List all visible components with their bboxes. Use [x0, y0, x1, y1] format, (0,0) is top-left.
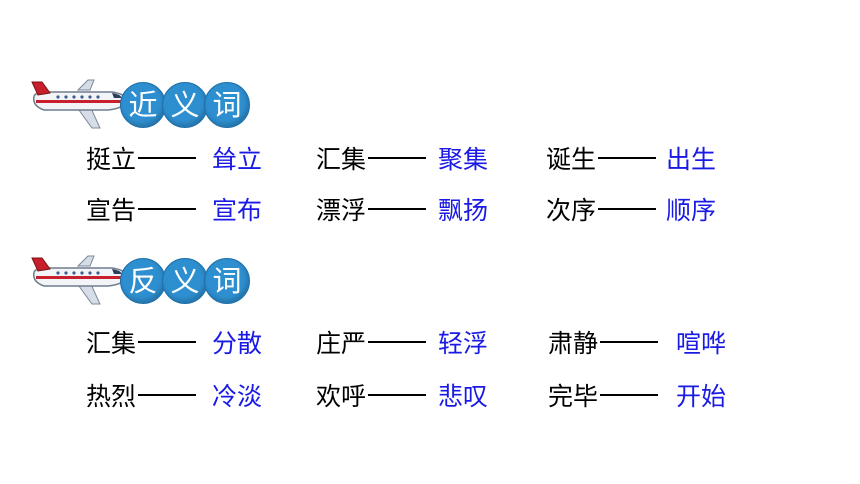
- dash: [368, 341, 427, 343]
- word: 诞生: [546, 145, 597, 174]
- antonym-pair: 庄严 轻浮: [316, 327, 488, 361]
- synonym-pair: 次序 顺序: [546, 194, 716, 228]
- dash: [600, 394, 659, 396]
- answer: 悲叹: [438, 382, 489, 411]
- answer: 聚集: [438, 145, 489, 174]
- synonyms-title: 近 义 词: [120, 82, 250, 128]
- word: 汇集: [316, 145, 367, 174]
- airplane-icon: [31, 255, 127, 305]
- synonym-pair: 诞生 出生: [546, 143, 716, 177]
- antonym-pair: 肃静 喧哗: [548, 327, 726, 361]
- answer: 冷淡: [212, 382, 263, 411]
- dash: [138, 157, 197, 159]
- antonym-pair: 完毕 开始: [548, 380, 726, 414]
- word: 挺立: [86, 145, 137, 174]
- word: 欢呼: [316, 382, 367, 411]
- dash: [368, 394, 427, 396]
- answer: 出生: [666, 145, 717, 174]
- dash: [368, 157, 427, 159]
- answer: 分散: [212, 329, 263, 358]
- synonyms-header: 近 义 词: [28, 76, 250, 134]
- word: 漂浮: [316, 196, 367, 225]
- synonym-pair: 挺立 耸立: [86, 143, 262, 177]
- dash: [138, 394, 197, 396]
- synonym-pair: 漂浮 飘扬: [316, 194, 488, 228]
- word: 宣告: [86, 196, 137, 225]
- word: 次序: [546, 196, 597, 225]
- antonyms-title: 反 义 词: [120, 258, 250, 304]
- word: 肃静: [548, 329, 599, 358]
- title-char: 近: [120, 82, 166, 128]
- dash: [598, 157, 657, 159]
- word: 汇集: [86, 329, 137, 358]
- answer: 喧哗: [676, 329, 727, 358]
- dash: [368, 208, 427, 210]
- dash: [138, 208, 197, 210]
- answer: 飘扬: [438, 196, 489, 225]
- dash: [598, 208, 657, 210]
- title-char: 词: [204, 258, 250, 304]
- answer: 耸立: [212, 145, 263, 174]
- answer: 开始: [676, 382, 727, 411]
- word: 热烈: [86, 382, 137, 411]
- dash: [600, 341, 659, 343]
- antonym-pair: 欢呼 悲叹: [316, 380, 488, 414]
- word: 庄严: [316, 329, 367, 358]
- answer: 轻浮: [438, 329, 489, 358]
- antonyms-header: 反 义 词: [28, 252, 250, 310]
- antonym-pair: 汇集 分散: [86, 327, 262, 361]
- title-char: 义: [162, 82, 208, 128]
- title-char: 词: [204, 82, 250, 128]
- answer: 顺序: [666, 196, 717, 225]
- answer: 宣布: [212, 196, 263, 225]
- synonym-pair: 汇集 聚集: [316, 143, 488, 177]
- airplane-icon: [31, 79, 127, 129]
- dash: [138, 341, 197, 343]
- title-char: 反: [120, 258, 166, 304]
- word: 完毕: [548, 382, 599, 411]
- synonym-pair: 宣告 宣布: [86, 194, 262, 228]
- title-char: 义: [162, 258, 208, 304]
- antonym-pair: 热烈 冷淡: [86, 380, 262, 414]
